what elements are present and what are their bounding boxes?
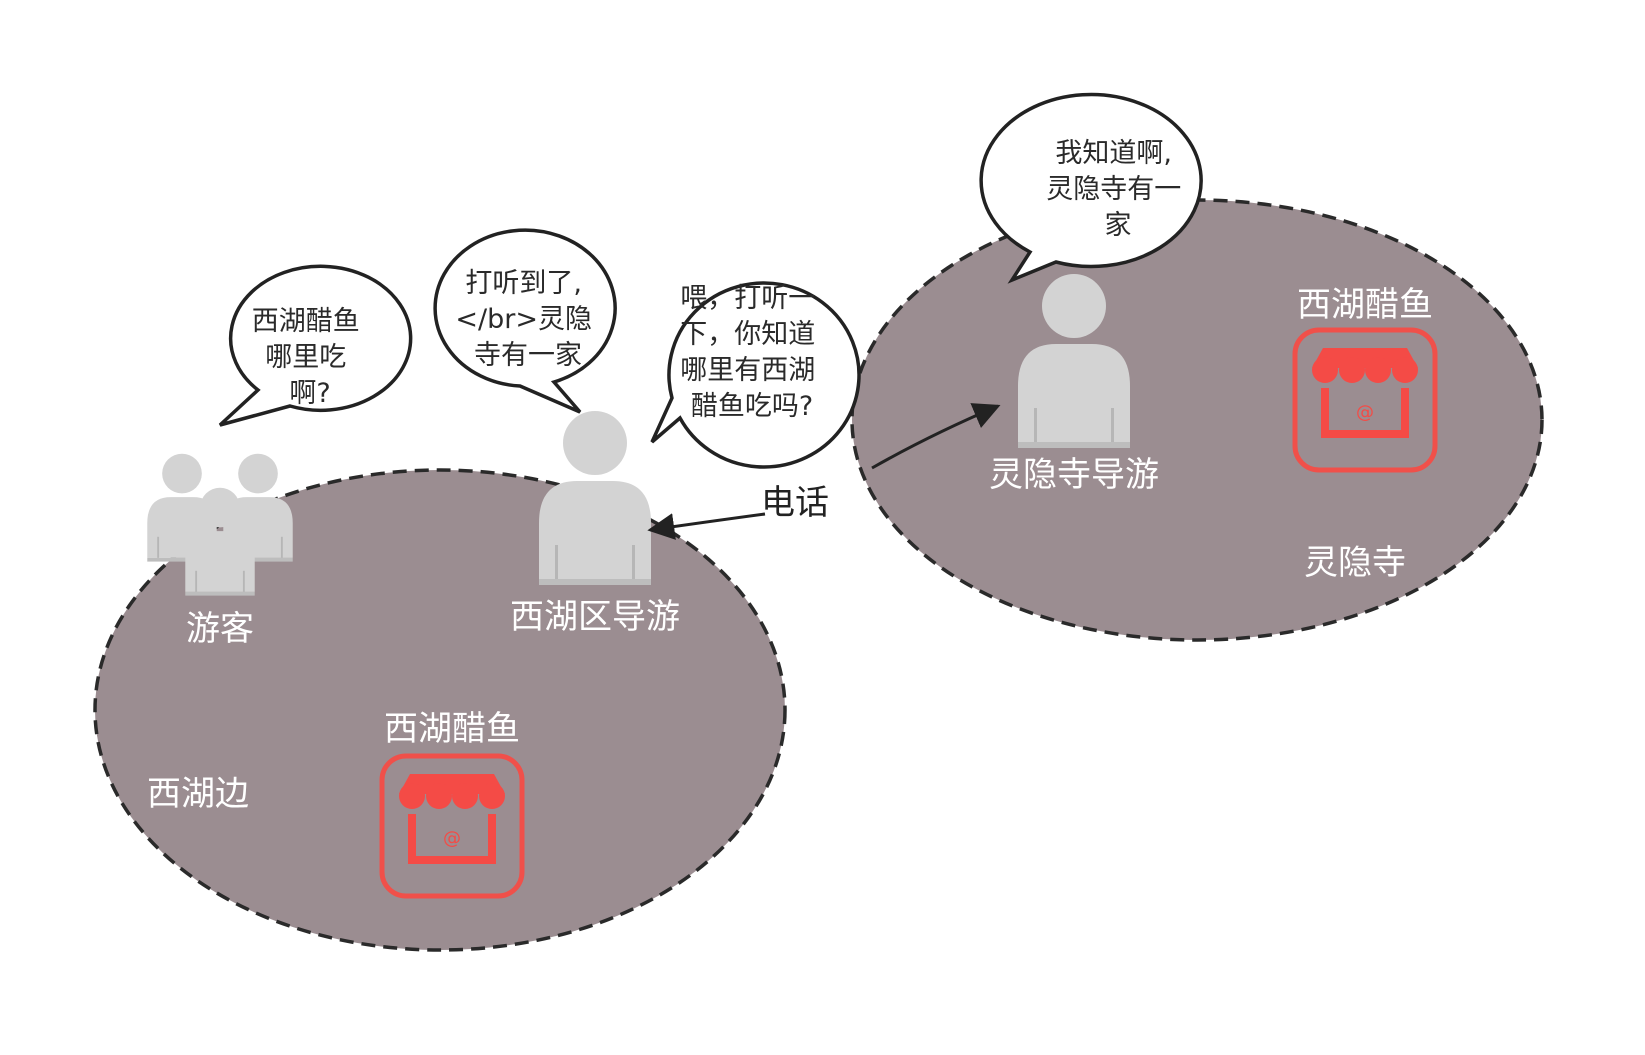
region-west-lake-label: 西湖边 <box>147 774 249 814</box>
bubble-line: 下，你知道 <box>680 319 815 350</box>
connector-line-to-lingyin-guide <box>871 403 1001 470</box>
bubble-line: 哪里吃 <box>265 342 346 373</box>
connector-line-to-west-lake-guide <box>647 512 766 540</box>
speech-bubble-guide-reply: 打听到了, </br>灵隐 寺有一家 <box>433 228 617 414</box>
west-lake-guide-label: 西湖区导游 <box>510 597 680 637</box>
bubble-text: 打听到了, </br>灵隐 寺有一家 <box>455 268 600 371</box>
region-west-lake-ellipse <box>93 468 787 952</box>
lingyin-guide-label: 灵隐寺导游 <box>989 455 1159 495</box>
phone-connector: 电话 <box>647 403 1001 540</box>
tourists-label: 游客 <box>186 609 254 649</box>
bubble-line: 醋鱼吃吗? <box>691 391 813 422</box>
bubble-line: 灵隐寺有一 <box>1046 174 1181 205</box>
bubble-line: 我知道啊, <box>1055 138 1172 169</box>
region-lingyin-ellipse <box>850 198 1544 642</box>
bubble-line: 打听到了, <box>465 268 582 299</box>
west-lake-guide-actor: 西湖区导游 <box>510 411 680 637</box>
bubble-text: 西湖醋鱼 哪里吃 啊? <box>252 306 369 409</box>
bubble-line: 西湖醋鱼 <box>252 306 360 337</box>
speech-bubble-guide-call: 喂，打听一 下，你知道 哪里有西湖 醋鱼吃吗? <box>650 281 861 469</box>
bubble-line: 啊? <box>289 378 330 409</box>
bubble-line: 哪里有西湖 <box>680 355 815 386</box>
bubble-shape <box>218 264 413 427</box>
person-icon <box>539 411 651 585</box>
bubble-shape <box>979 92 1203 284</box>
connector-label: 电话 <box>761 483 829 523</box>
bubble-text: 我知道啊, 灵隐寺有一 家 <box>1046 138 1190 241</box>
bubble-shape <box>650 281 861 469</box>
speech-bubble-lingyin-answer: 我知道啊, 灵隐寺有一 家 <box>979 92 1203 284</box>
bubble-line: 家 <box>1105 210 1132 241</box>
lingyin-guide-actor: 灵隐寺导游 <box>989 274 1159 495</box>
tourists-actor: 游客 <box>147 453 293 649</box>
bubble-line: 寺有一家 <box>474 340 582 371</box>
bubble-shape <box>433 228 617 414</box>
region-lingyin-label: 灵隐寺 <box>1304 543 1406 583</box>
lingyin-shop-label: 西湖醋鱼 <box>1297 285 1433 325</box>
bubble-text: 喂，打听一 下，你知道 哪里有西湖 醋鱼吃吗? <box>680 283 824 422</box>
west-lake-shop-label: 西湖醋鱼 <box>384 709 520 749</box>
speech-bubble-tourist-question: 西湖醋鱼 哪里吃 啊? <box>218 264 413 427</box>
region-lingyin: 灵隐寺 西湖醋鱼 <box>850 198 1544 642</box>
bubble-line: 喂，打听一 <box>680 283 815 314</box>
region-west-lake: 西湖边 西湖醋鱼 <box>93 468 787 952</box>
bubble-line: </br>灵隐 <box>455 304 592 335</box>
